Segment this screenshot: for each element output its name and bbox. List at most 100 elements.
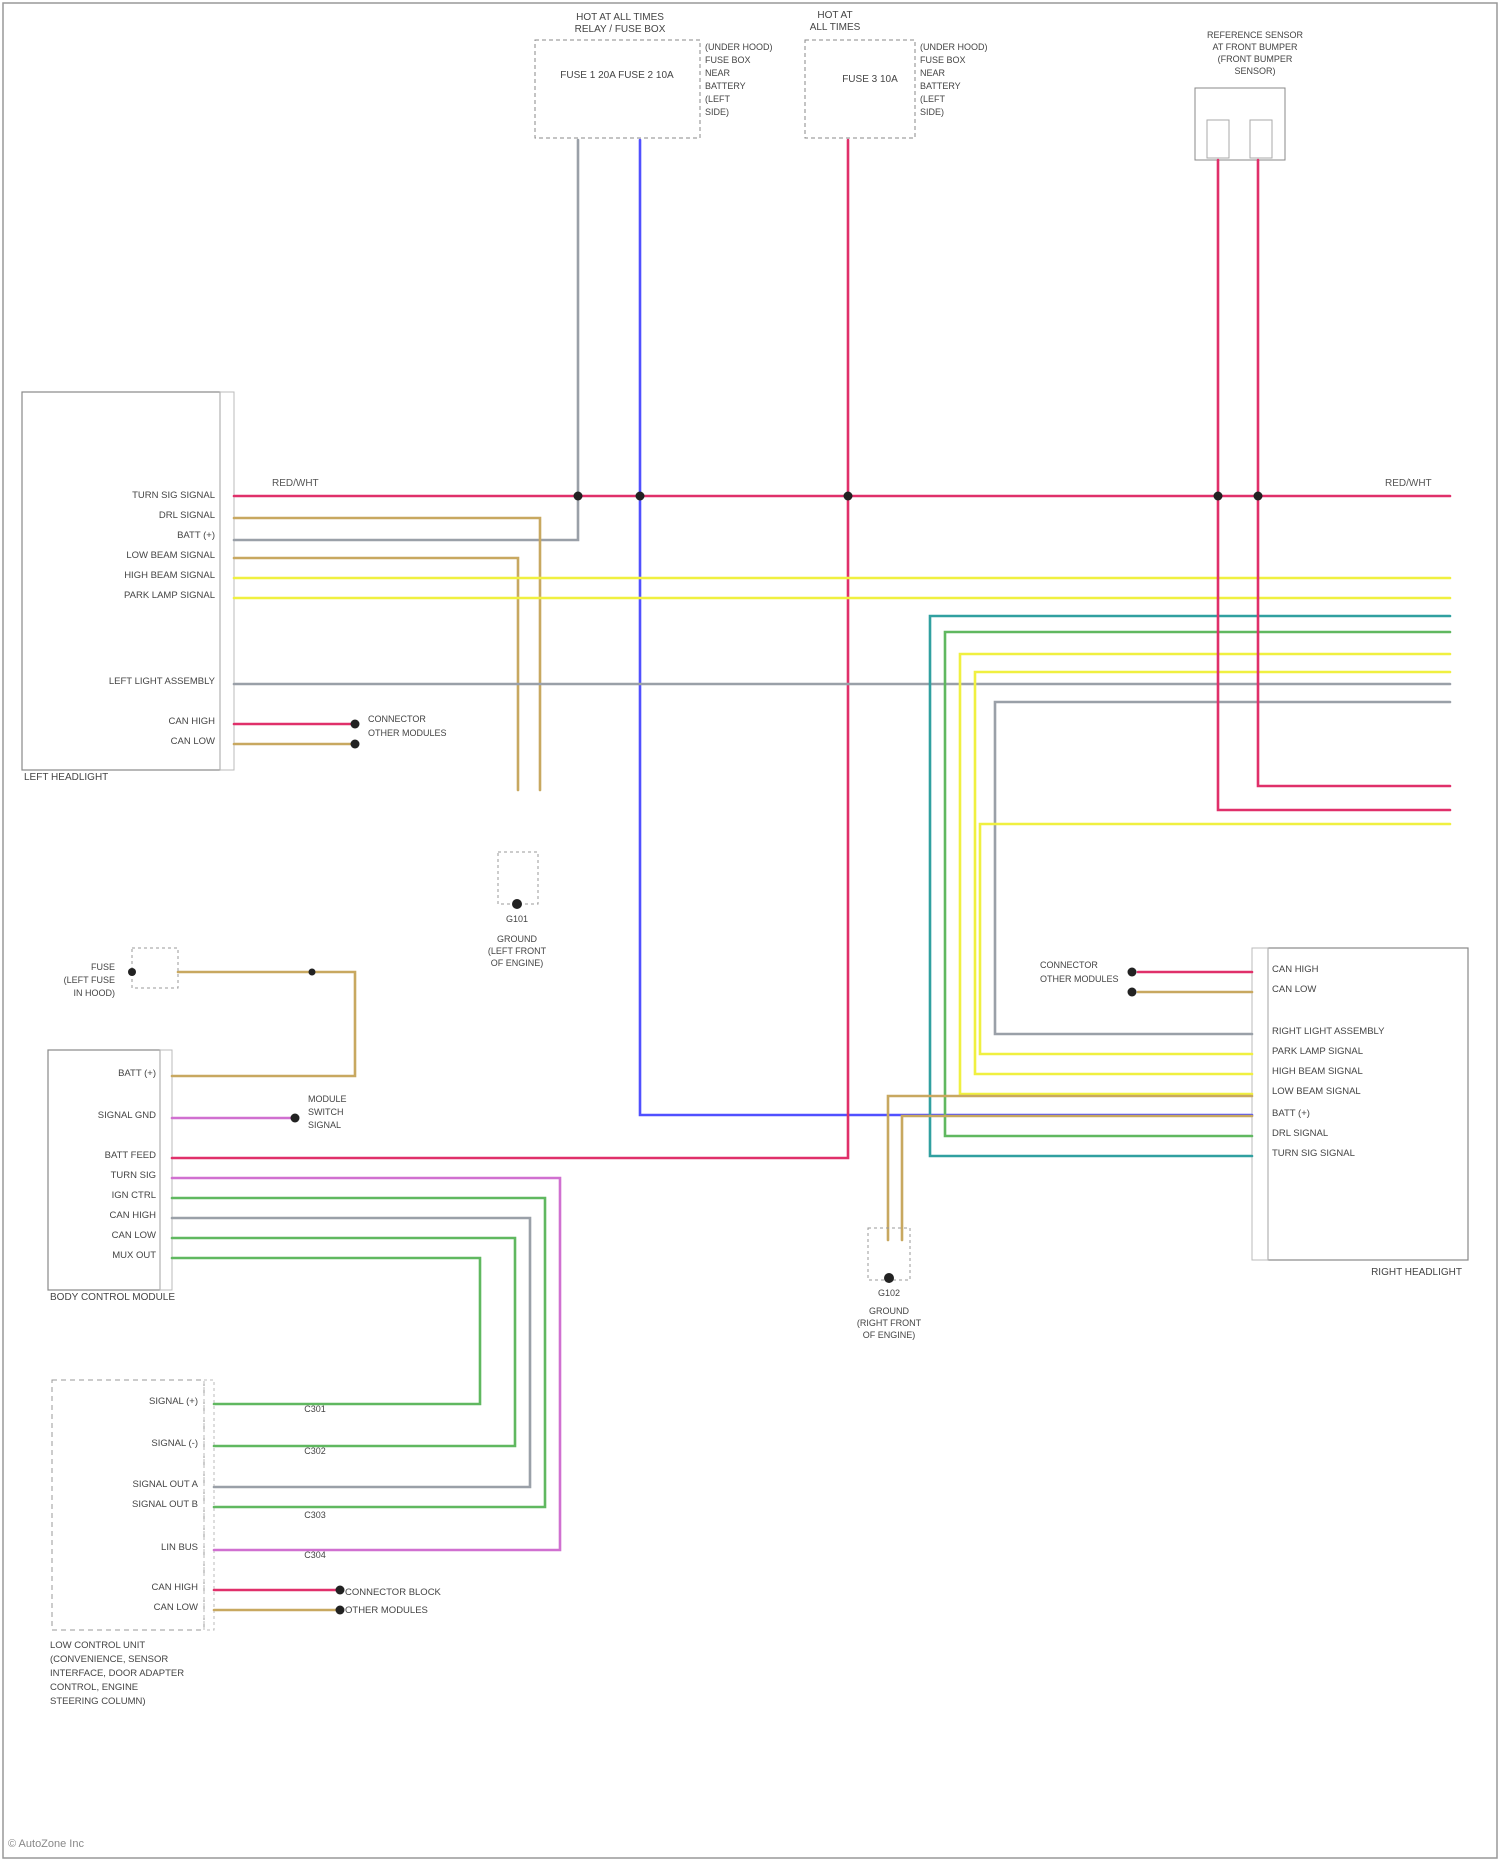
splice-dot [574, 492, 583, 501]
relay-box-title-1: HOT AT ALL TIMES [576, 12, 664, 23]
bcm-pin-label: MUX OUT [112, 1250, 156, 1261]
aux-fuse-label: IN HOOD) [74, 988, 116, 998]
left-pin-label: HIGH BEAM SIGNAL [124, 570, 215, 581]
ground-right: G102 GROUND (RIGHT FRONT OF ENGINE) [857, 1228, 922, 1340]
right-pin-label: DRL SIGNAL [1272, 1128, 1328, 1139]
bcm-pin-label: CAN HIGH [110, 1210, 157, 1221]
right-pin-label: RIGHT LIGHT ASSEMBLY [1272, 1026, 1385, 1037]
ground-right-line: (RIGHT FRONT [857, 1318, 922, 1328]
lower-pin-label: SIGNAL OUT B [132, 1499, 198, 1510]
sensor-title: AT FRONT BUMPER [1212, 42, 1298, 52]
splice-dot [636, 492, 645, 501]
sensor-title: REFERENCE SENSOR [1207, 30, 1304, 40]
wire-red-sensor-2 [1258, 160, 1450, 786]
lower-right-note: OTHER MODULES [345, 1605, 428, 1616]
relay-box-note: (LEFT [705, 94, 731, 104]
wire-green-can-low [172, 1238, 515, 1446]
left-pin-label: TURN SIG SIGNAL [132, 490, 215, 501]
wire-green-ign [172, 1198, 545, 1507]
ground-left-name: G101 [506, 914, 528, 924]
splice-dot [351, 740, 360, 749]
bcm-pin-label: BATT (+) [118, 1068, 156, 1079]
wire-purple-turn [172, 1178, 560, 1550]
bcm-side-label: MODULE [308, 1094, 347, 1104]
lower-connector-label: C301 [304, 1404, 326, 1414]
left-pin-label: PARK LAMP SIGNAL [124, 590, 215, 601]
ground-right-line: GROUND [869, 1306, 909, 1316]
aux-fuse-label: (LEFT FUSE [64, 975, 115, 985]
lower-pin-label: CAN LOW [154, 1602, 198, 1613]
wires [172, 140, 1450, 1615]
left-pin-label: CAN HIGH [169, 716, 216, 727]
relay-box-note: BATTERY [705, 81, 746, 91]
left-pin-label: DRL SIGNAL [159, 510, 215, 521]
hot-run-source: HOT AT ALL TIMES FUSE 3 10A (UNDER HOOD)… [805, 10, 988, 138]
left-pin-label: BATT (+) [177, 530, 215, 541]
wire-tan-left-low [234, 558, 518, 790]
bcm-pin-label: SIGNAL GND [98, 1110, 156, 1121]
right-pin-label: CAN HIGH [1272, 964, 1319, 975]
ground-left-line: GROUND [497, 934, 537, 944]
lower-control-unit: LOW CONTROL UNIT (CONVENIENCE, SENSOR IN… [50, 1380, 442, 1707]
right-pin-label: HIGH BEAM SIGNAL [1272, 1066, 1363, 1077]
right-pin-label: BATT (+) [1272, 1108, 1310, 1119]
wire-label-red-top: RED/WHT [272, 478, 319, 489]
footer-credit: © AutoZone Inc [8, 1838, 84, 1850]
hot-run-title-2: ALL TIMES [810, 22, 861, 33]
relay-box-title-2: RELAY / FUSE BOX [575, 24, 666, 35]
left-can-splice-label: OTHER MODULES [368, 728, 447, 738]
lower-connector-label: C304 [304, 1550, 326, 1560]
hot-run-fuse: FUSE 3 10A [842, 74, 898, 85]
left-headlight: LEFT HEADLIGHT TURN SIG SIGNAL DRL SIGNA… [22, 392, 234, 783]
body-control-module: BODY CONTROL MODULE BATT (+) SIGNAL GND … [48, 1050, 175, 1303]
splice-dot [844, 492, 853, 501]
bcm-pin-label: CAN LOW [112, 1230, 156, 1241]
lower-module-title: CONTROL, ENGINE [50, 1682, 138, 1693]
left-pin-label: LOW BEAM SIGNAL [126, 550, 215, 561]
bcm-pin-label: IGN CTRL [112, 1190, 156, 1201]
ground-left-line: OF ENGINE) [491, 958, 544, 968]
wire-tan-bcm-batt [172, 972, 355, 1076]
hot-run-note: (LEFT [920, 94, 946, 104]
splice-dot [1254, 492, 1263, 501]
lower-pin-label: CAN HIGH [152, 1582, 199, 1593]
hot-run-note: BATTERY [920, 81, 961, 91]
splice-dot [1128, 968, 1137, 977]
bcm-side-label: SIGNAL [308, 1120, 341, 1130]
lower-connector-label: C302 [304, 1446, 326, 1456]
right-can-splice-label: CONNECTOR [1040, 960, 1098, 970]
aux-fuse [128, 948, 316, 988]
bcm-pin-label: TURN SIG [111, 1170, 156, 1181]
lower-module-title: STEERING COLUMN) [50, 1696, 146, 1707]
sensor-title: (FRONT BUMPER [1218, 54, 1293, 64]
wire-red-hot-run [172, 140, 848, 1158]
wire-gray-right-assy [995, 702, 1450, 1034]
ground-right-name: G102 [878, 1288, 900, 1298]
hot-run-note: SIDE) [920, 107, 944, 117]
splice-dot [1214, 492, 1223, 501]
wire-yellow-high-right [975, 672, 1450, 1074]
right-pin-label: CAN LOW [1272, 984, 1316, 995]
right-pin-label: TURN SIG SIGNAL [1272, 1148, 1355, 1159]
wire-green-drl [945, 632, 1450, 1136]
wire-tan-right-low [888, 1096, 1252, 1240]
lower-pin-label: LIN BUS [161, 1542, 198, 1553]
ground-left: G101 GROUND (LEFT FRONT OF ENGINE) [488, 852, 547, 968]
lower-pin-label: SIGNAL (-) [151, 1438, 198, 1449]
lower-connector-label: C303 [304, 1510, 326, 1520]
wire-yellow-park-right [980, 824, 1450, 1054]
relay-box-note: FUSE BOX [705, 55, 751, 65]
lower-module-title: LOW CONTROL UNIT [50, 1640, 145, 1651]
left-pin-label: CAN LOW [171, 736, 215, 747]
sensor-title: SENSOR) [1234, 66, 1275, 76]
right-headlight-title: RIGHT HEADLIGHT [1371, 1267, 1462, 1278]
wire-tan-right-batt [902, 1116, 1252, 1240]
lower-module-title: INTERFACE, DOOR ADAPTER [50, 1668, 184, 1679]
left-pin-label: LEFT LIGHT ASSEMBLY [109, 676, 216, 687]
bcm-side-label: SWITCH [308, 1107, 344, 1117]
hot-run-note: FUSE BOX [920, 55, 966, 65]
splice-dot [291, 1114, 300, 1123]
left-can-splice-label: CONNECTOR [368, 714, 426, 724]
right-can-splice-label: OTHER MODULES [1040, 974, 1119, 984]
